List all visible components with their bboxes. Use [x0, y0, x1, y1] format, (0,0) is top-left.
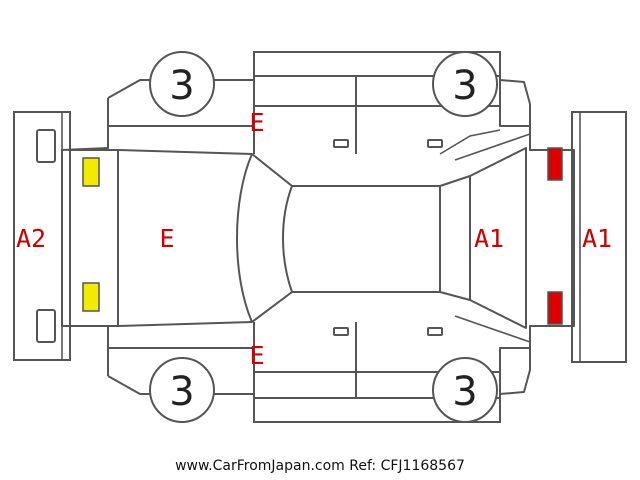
- footer: www.CarFromJapan.com Ref: CFJ1168567: [0, 458, 640, 474]
- wheel-front-bottom: 3: [149, 357, 215, 423]
- footer-site: www.CarFromJapan.com: [175, 458, 345, 474]
- wheel-rear-top: 3: [432, 51, 498, 117]
- wheel-icon: [432, 357, 498, 423]
- headlight-top-marker: [82, 157, 100, 187]
- top-rear-door-handle: [427, 139, 443, 148]
- code-rear-bumper: A1: [582, 224, 612, 253]
- code-door-bottom: E: [249, 341, 264, 370]
- wheel-rear-top-rating: 3: [452, 63, 477, 109]
- wheel-front-top-rating: 3: [169, 63, 194, 109]
- footer-ref: Ref: CFJ1168567: [349, 458, 465, 474]
- wheel-front-top: 3: [149, 51, 215, 117]
- bottom-rear-door-handle: [427, 327, 443, 336]
- wheel-front-bottom-rating: 3: [169, 369, 194, 415]
- top-front-door-handle: [333, 139, 349, 148]
- rear-bumper: [571, 111, 627, 363]
- code-back-window: A1: [474, 224, 504, 253]
- wheel-rear-bottom: 3: [432, 357, 498, 423]
- front-bumper-tab-bottom: [36, 309, 56, 343]
- bottom-front-door-handle: [333, 327, 349, 336]
- front-bumper: [13, 111, 71, 361]
- code-front-bumper: A2: [16, 224, 46, 253]
- code-door-top: E: [249, 108, 264, 137]
- taillight-bottom-marker: [547, 291, 563, 325]
- wheel-icon: [149, 357, 215, 423]
- wheel-icon: [149, 51, 215, 117]
- code-hood: E: [159, 224, 174, 253]
- taillight-top-marker: [547, 147, 563, 181]
- wheel-rear-bottom-rating: 3: [452, 369, 477, 415]
- front-bumper-tab-top: [36, 129, 56, 163]
- wheel-icon: [432, 51, 498, 117]
- headlight-bottom-marker: [82, 282, 100, 312]
